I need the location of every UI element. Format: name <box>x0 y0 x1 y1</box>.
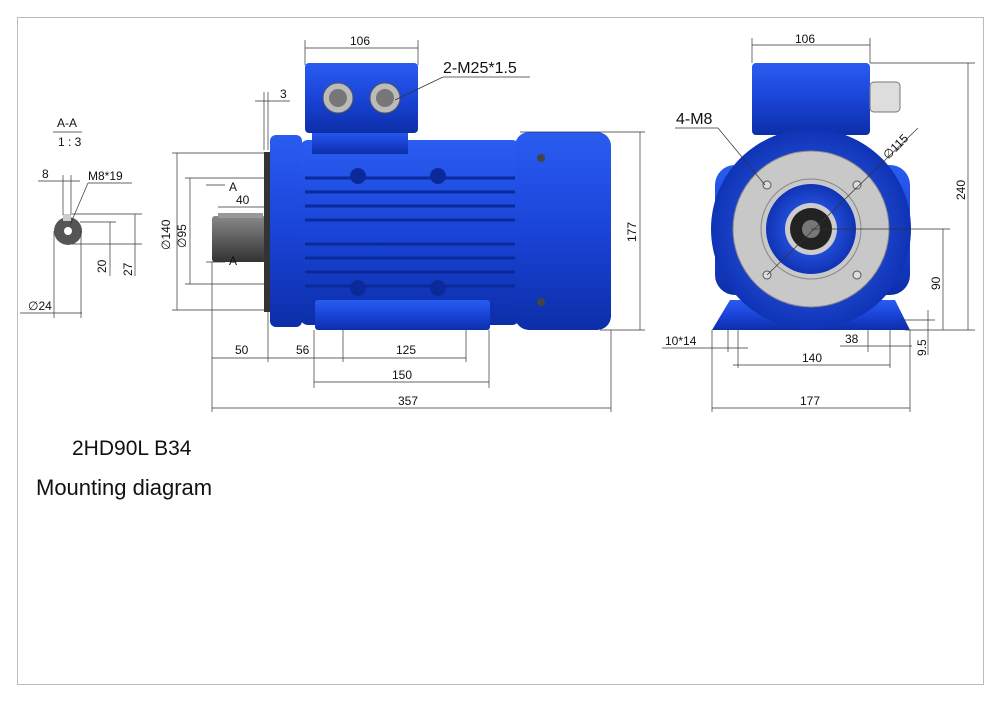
stator-body <box>300 140 520 325</box>
section-a-a: A-A 1 : 3 8 M8*19 20 27 ∅24 <box>20 116 142 318</box>
terminal-box <box>305 63 418 133</box>
spigot-dia-dim: ∅95 <box>175 224 189 248</box>
model-title: 2HD90L B34 <box>72 437 192 460</box>
dim-27: 27 <box>121 262 135 276</box>
total-length-dim: 357 <box>398 394 418 408</box>
section-mark-top: A <box>229 180 237 194</box>
foot-hole-spacing-dim: 140 <box>802 351 822 365</box>
mounting-feet <box>315 300 490 330</box>
flange-holes-label: 4-M8 <box>676 111 713 128</box>
flange <box>270 135 302 327</box>
shaft-length-dim: 50 <box>235 343 249 357</box>
foot-slot-dim: 10*14 <box>665 334 697 348</box>
flange-offset-dim: 3 <box>280 87 287 101</box>
section-scale: 1 : 3 <box>58 135 82 149</box>
flange-dia-dim: ∅140 <box>159 219 173 250</box>
cable-gland <box>869 81 901 113</box>
motor-front-view <box>711 63 911 330</box>
total-height-dim: 240 <box>954 180 968 200</box>
foot-thickness-dim: 9.5 <box>915 339 929 356</box>
shaft-height-dim: 90 <box>929 276 943 290</box>
section-label: A-A <box>57 116 77 130</box>
section-mark-bottom: A <box>229 254 237 268</box>
box-width-dim: 106 <box>795 32 815 46</box>
foot-spacing-dim: 125 <box>396 343 416 357</box>
diagram-caption: Mounting diagram <box>36 475 213 500</box>
total-width-dim: 177 <box>800 394 820 408</box>
shaft <box>212 216 266 262</box>
side-view-dimensions: 106 2-M25*1.5 3 ∅140 ∅95 A A 40 50 56 12… <box>159 34 645 412</box>
fan-cover <box>515 132 611 330</box>
terminal-box <box>752 63 870 135</box>
foot-offset-dim: 56 <box>296 343 310 357</box>
key-width-dim: 8 <box>42 167 49 181</box>
pcd-dim: ∅115 <box>880 131 911 162</box>
thread-label: M8*19 <box>88 169 123 183</box>
cable-gland-label: 2-M25*1.5 <box>443 60 517 77</box>
front-view-dimensions: 106 4-M8 ∅115 240 90 9.5 10*14 38 140 17… <box>662 32 975 412</box>
key-length-dim: 40 <box>236 193 250 207</box>
height-dim: 177 <box>625 222 639 242</box>
shaft-dia-dim: ∅24 <box>28 299 52 313</box>
foot-length-dim: 150 <box>392 368 412 382</box>
dim-20: 20 <box>95 259 109 273</box>
drawing-frame <box>17 17 984 685</box>
box-width-dim: 106 <box>350 34 370 48</box>
foot-edge-dim: 38 <box>845 332 859 346</box>
motor-side-view <box>212 63 611 330</box>
